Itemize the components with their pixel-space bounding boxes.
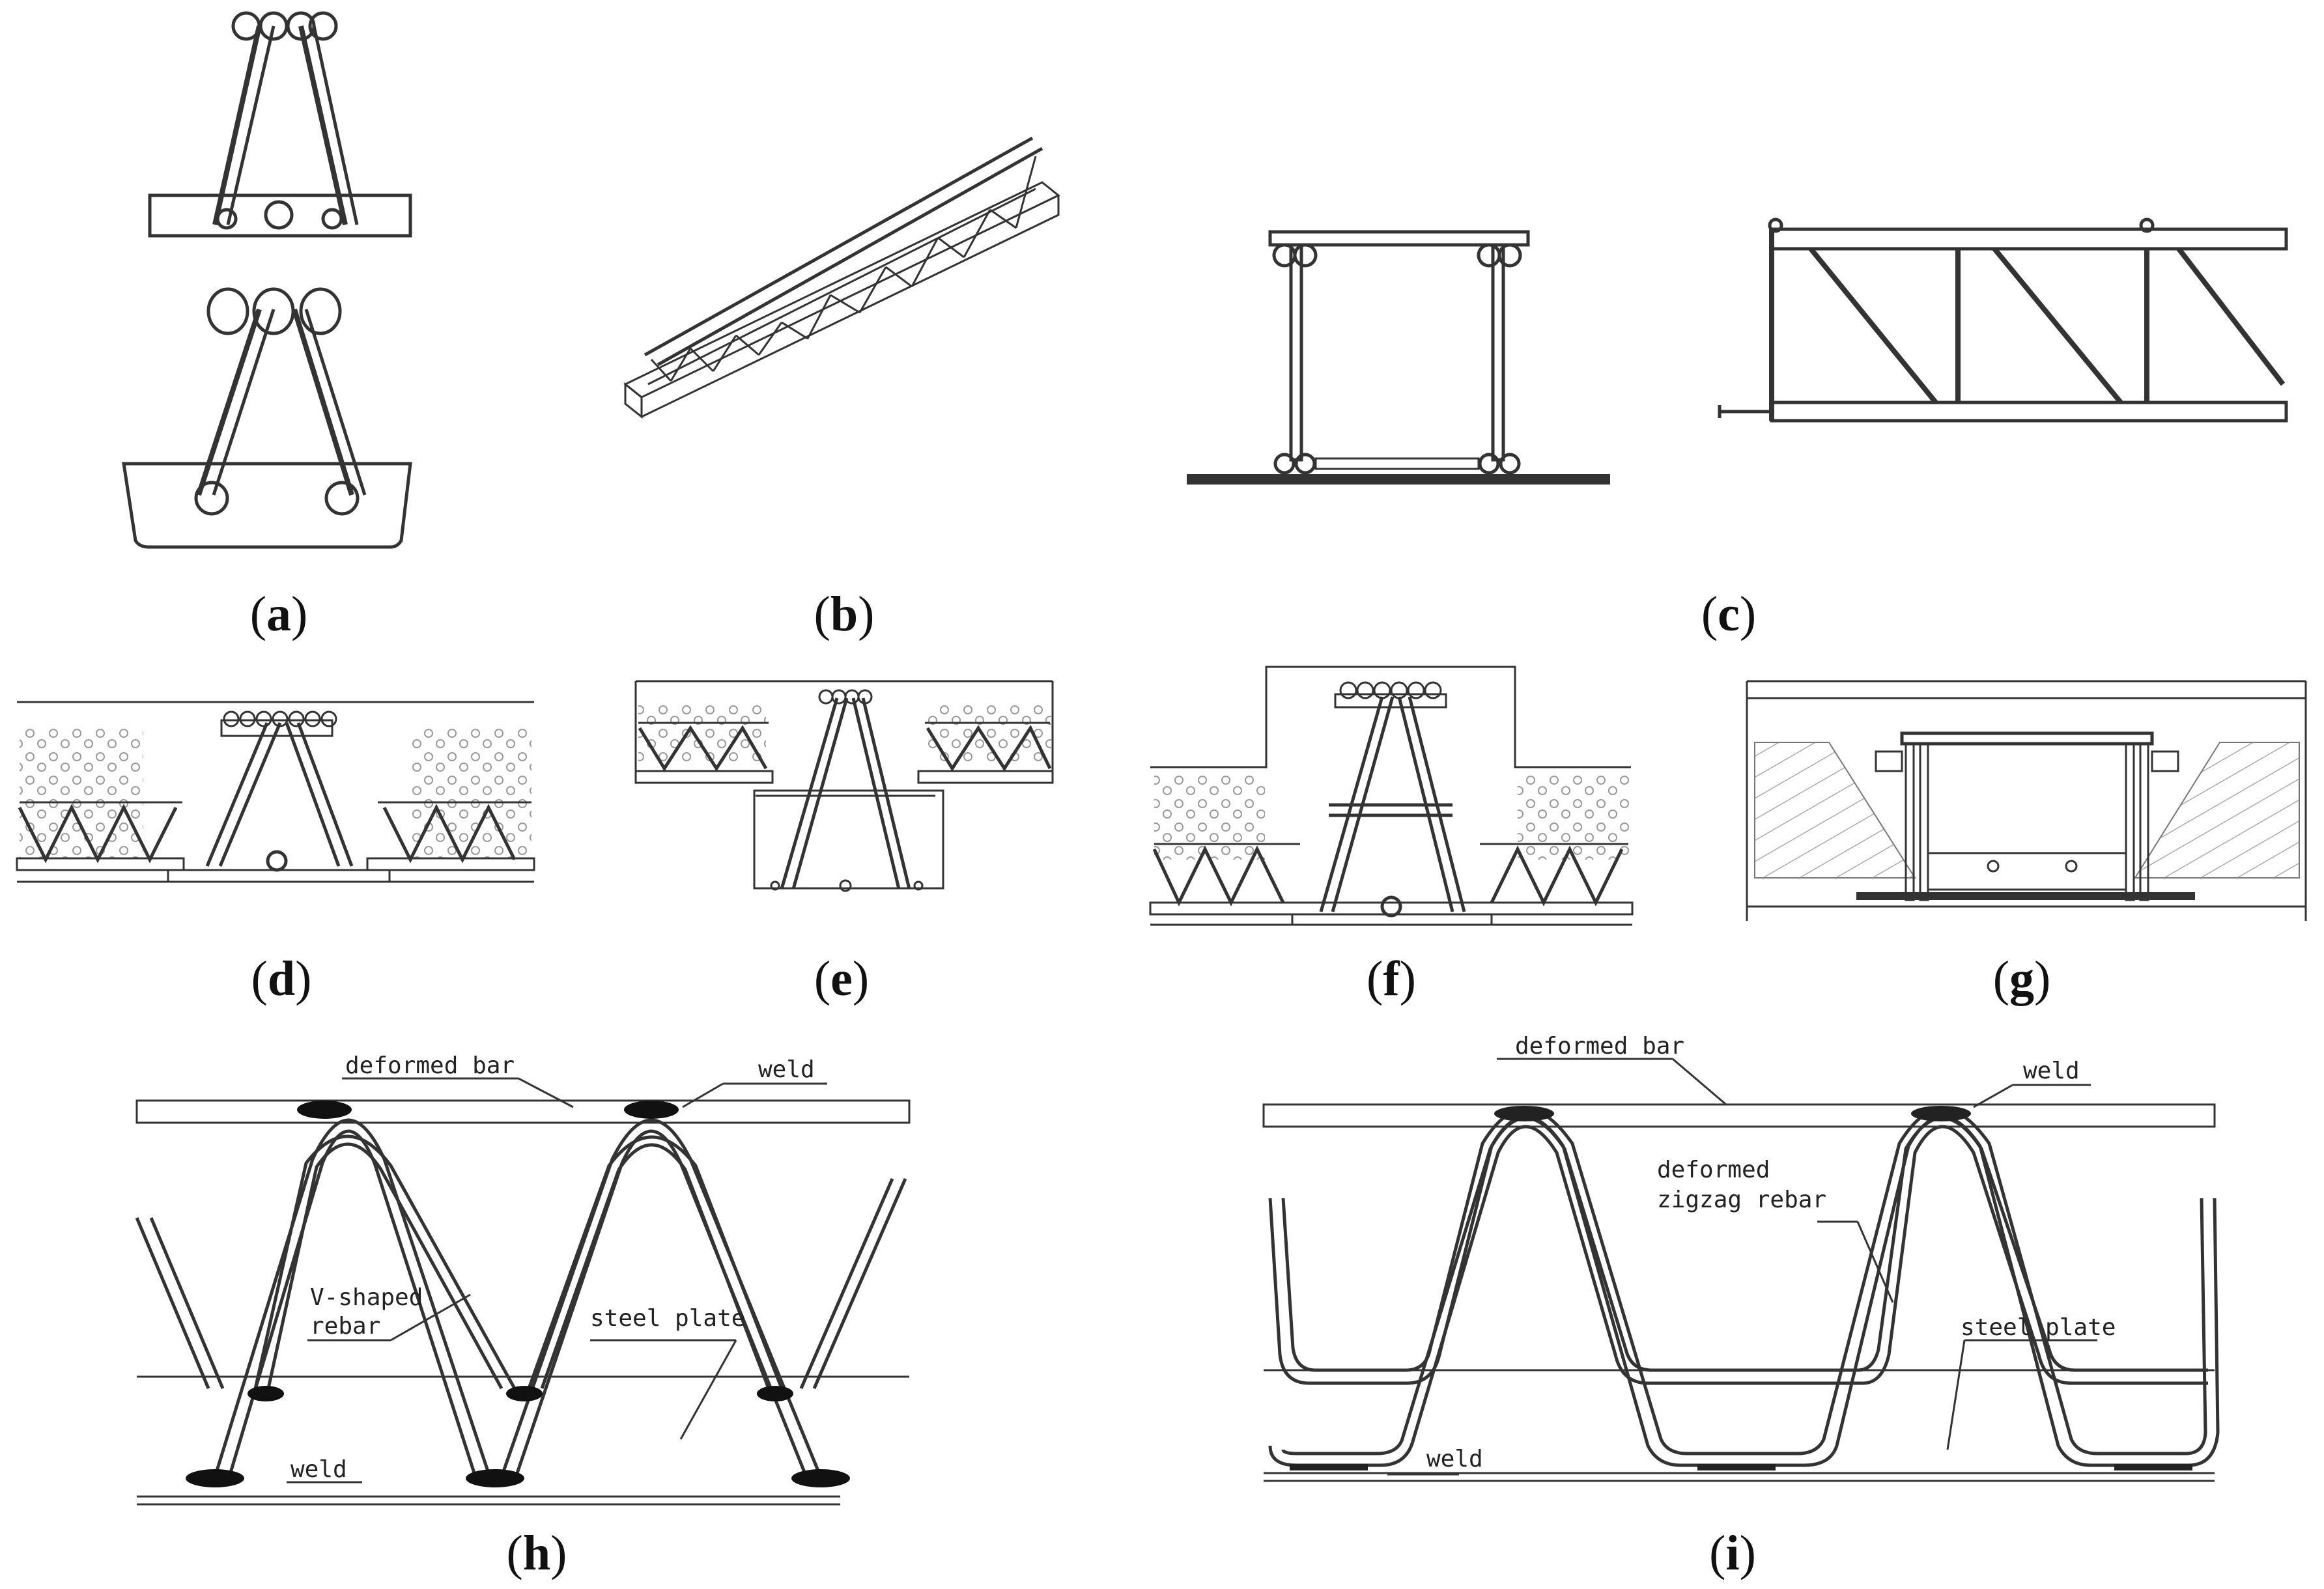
panel-e xyxy=(634,680,1054,892)
panel-h-label-weld-bottom: weld xyxy=(290,1456,347,1483)
panel-b-caption: (b) xyxy=(814,587,875,641)
panel-i xyxy=(1262,1058,2220,1482)
panel-i-label-zigzag-2: zigzag rebar xyxy=(1657,1187,1826,1213)
panel-h xyxy=(135,1077,911,1506)
panel-h-letter: h xyxy=(523,1526,550,1581)
panel-c-letter: c xyxy=(1718,587,1740,641)
panel-d-caption: (d) xyxy=(251,951,312,1006)
panel-i-zigzag-rebar xyxy=(1268,1107,2220,1467)
panel-h-label-weld-top: weld xyxy=(758,1056,815,1083)
panel-h-label-steel-plate: steel plate xyxy=(590,1305,745,1332)
panel-c-section xyxy=(1187,230,1610,485)
panel-b xyxy=(623,136,1060,419)
panel-d xyxy=(16,701,535,883)
panel-g-letter: g xyxy=(2009,951,2034,1006)
panel-i-label-deformed-bar: deformed bar xyxy=(1515,1033,1684,1060)
panel-h-label-deformed-bar: deformed bar xyxy=(345,1052,515,1079)
panel-i-caption: (i) xyxy=(1709,1526,1756,1581)
panel-f xyxy=(1149,666,1634,926)
panel-g-caption: (g) xyxy=(1993,951,2051,1006)
panel-f-letter: f xyxy=(1383,951,1400,1006)
panel-h-label-v-shaped-2: rebar xyxy=(310,1313,380,1340)
panel-h-label-v-shaped-1: V-shaped xyxy=(310,1284,423,1311)
panel-h-v-rebar xyxy=(135,1118,907,1478)
panel-a-top-section xyxy=(148,11,412,238)
panel-b-letter: b xyxy=(830,587,858,641)
panel-a-letter: a xyxy=(266,587,291,641)
panel-i-letter: i xyxy=(1725,1526,1739,1581)
panel-d-letter: d xyxy=(268,951,295,1006)
panel-c-caption: (c) xyxy=(1701,587,1756,641)
panel-e-letter: e xyxy=(830,951,853,1006)
panel-i-label-steel-plate: steel plate xyxy=(1961,1314,2116,1341)
panel-b-truss-diagonals xyxy=(650,156,1037,382)
panel-g xyxy=(1746,680,2307,921)
panel-a-bottom-section xyxy=(122,287,412,549)
panel-e-caption: (e) xyxy=(814,951,869,1006)
panel-a xyxy=(122,11,412,549)
panel-f-caption: (f) xyxy=(1367,951,1416,1006)
panel-a-caption: (a) xyxy=(250,587,308,641)
panel-i-label-weld-bottom: weld xyxy=(1426,1446,1483,1472)
panel-i-label-zigzag-1: deformed xyxy=(1657,1157,1770,1183)
panel-c-elevation xyxy=(1718,218,2288,423)
panel-h-caption: (h) xyxy=(507,1526,567,1581)
panel-i-label-weld-top: weld xyxy=(2023,1058,2080,1084)
